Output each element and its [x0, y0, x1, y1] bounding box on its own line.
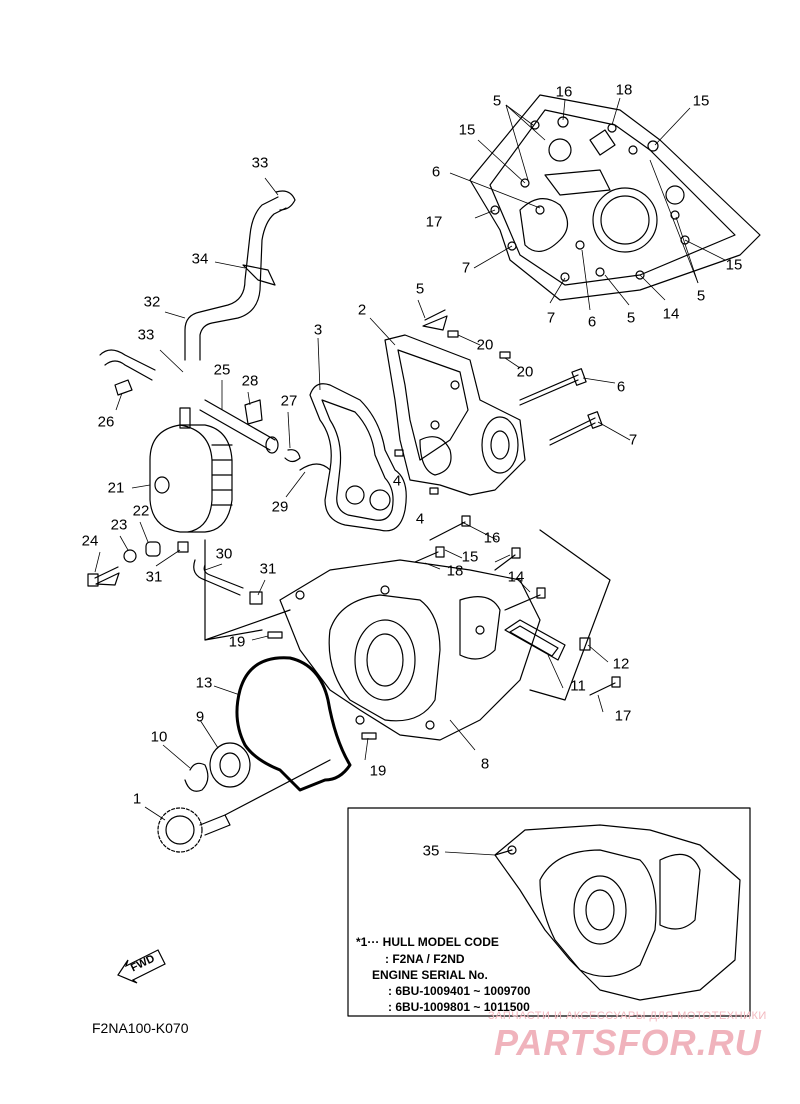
- pin-part-20a: [447, 330, 459, 338]
- hose-part-32: [184, 196, 279, 361]
- callout-29: 29: [271, 498, 289, 516]
- clamp-part-33a: [275, 190, 296, 211]
- pump-housing-part-2: [384, 334, 526, 496]
- bearing-part-9: [209, 742, 251, 788]
- callout-16a: 16: [555, 83, 573, 101]
- callout-5b: 5: [415, 280, 425, 298]
- callout-34: 34: [191, 250, 209, 268]
- hose-part-33b: [99, 349, 156, 371]
- callout-13: 13: [195, 674, 213, 692]
- circlip-part-10: [184, 762, 209, 792]
- inset-note-line1: *1··· HULL MODEL CODE: [356, 935, 499, 949]
- callout-19a: 19: [228, 633, 246, 651]
- callout-15b: 15: [458, 121, 476, 139]
- callout-27: 27: [280, 392, 298, 410]
- callout-17a: 17: [425, 213, 443, 231]
- gasket-part-3: [309, 383, 407, 532]
- pin-part-20b: [499, 351, 511, 359]
- callout-7a: 7: [461, 259, 471, 277]
- callout-15a: 15: [692, 92, 710, 110]
- oil-cooler-part-21: [149, 407, 233, 533]
- callout-11: 11: [570, 677, 586, 695]
- callout-5c: 5: [626, 309, 636, 327]
- callout-18b: 18: [446, 562, 464, 580]
- callout-31b: 31: [259, 560, 277, 578]
- callout-15c: 15: [725, 256, 743, 274]
- callout-8: 8: [480, 755, 490, 773]
- callout-3: 3: [313, 321, 323, 339]
- callout-28: 28: [241, 372, 259, 390]
- callout-6a: 6: [431, 163, 441, 181]
- inset-note-line3: ENGINE SERIAL No.: [372, 968, 488, 982]
- pin-part-19b: [361, 732, 377, 740]
- bolt-part-5: [422, 309, 448, 331]
- watermark-tagline: ЗАПЧАСТИ И АКСЕССУАРЫ ДЛЯ МОТОТЕХНИКИ: [488, 1010, 767, 1022]
- callout-20a: 20: [476, 336, 494, 354]
- callout-2: 2: [357, 301, 367, 319]
- outer-cover-part-8: [279, 559, 541, 741]
- diagram-code: F2NA100-K070: [92, 1020, 189, 1036]
- callout-10: 10: [150, 728, 168, 746]
- clamp-part-31b: [249, 591, 263, 605]
- callout-6c: 6: [616, 378, 626, 396]
- callout-26: 26: [97, 413, 115, 431]
- callout-6b: 6: [587, 313, 597, 331]
- callout-21: 21: [107, 479, 125, 497]
- washer-part-23: [123, 549, 137, 563]
- pin-part-4a: [394, 449, 404, 457]
- plate-part-11: [504, 619, 566, 661]
- callout-19b: 19: [369, 762, 387, 780]
- oring-part-13: [235, 656, 352, 792]
- callout-22: 22: [132, 502, 150, 520]
- inset-note-line4: : 6BU-1009401 ~ 1009700: [388, 984, 531, 998]
- callout-4a: 4: [392, 472, 402, 490]
- pipe-part-25: [199, 399, 276, 451]
- bolt-part-6: [519, 374, 579, 401]
- callout-5d: 5: [696, 287, 706, 305]
- clamp-part-31a: [177, 541, 189, 553]
- clamp-part-28: [244, 399, 263, 425]
- clip-part-29: [299, 463, 331, 471]
- fwd-arrow-icon: [117, 949, 166, 984]
- inset-note-line5: : 6BU-1009801 ~ 1011500: [388, 1000, 530, 1014]
- callout-24: 24: [81, 532, 99, 550]
- callout-14b: 14: [507, 568, 525, 586]
- callout-33b: 33: [137, 326, 155, 344]
- callout-17b: 17: [614, 707, 632, 725]
- inset-note-line2: : F2NA / F2ND: [385, 952, 465, 966]
- callout-23: 23: [110, 516, 128, 534]
- bolt-part-24: [94, 566, 120, 586]
- pin-part-4b: [429, 487, 439, 495]
- callout-9: 9: [195, 708, 205, 726]
- clamp-part-34: [242, 264, 276, 286]
- callout-14a: 14: [662, 305, 680, 323]
- callout-20b: 20: [516, 363, 534, 381]
- callout-18a: 18: [615, 81, 633, 99]
- callout-16b: 16: [483, 529, 501, 547]
- callout-35: 35: [422, 842, 440, 860]
- inset-cover-part-35: [494, 824, 741, 1001]
- pin-part-19a: [267, 631, 283, 639]
- callout-30: 30: [215, 545, 233, 563]
- callout-4b: 4: [415, 510, 425, 528]
- callout-32: 32: [143, 293, 161, 311]
- bolt-part-7: [549, 417, 596, 441]
- callout-25: 25: [213, 361, 231, 379]
- inset-frame: [347, 807, 751, 1017]
- washer-part-22: [145, 541, 161, 557]
- watermark-logo: PARTSFOR.RU: [494, 1022, 762, 1063]
- clamp-part-27: [284, 449, 301, 463]
- callout-12: 12: [612, 655, 630, 673]
- callout-7b: 7: [546, 309, 556, 327]
- callout-15d: 15: [461, 548, 479, 566]
- gear-part-1: [157, 807, 203, 853]
- callout-1: 1: [132, 790, 142, 808]
- callout-31a: 31: [145, 568, 163, 586]
- callout-33a: 33: [251, 154, 269, 172]
- callout-7c: 7: [628, 431, 638, 449]
- callout-5a: 5: [492, 92, 502, 110]
